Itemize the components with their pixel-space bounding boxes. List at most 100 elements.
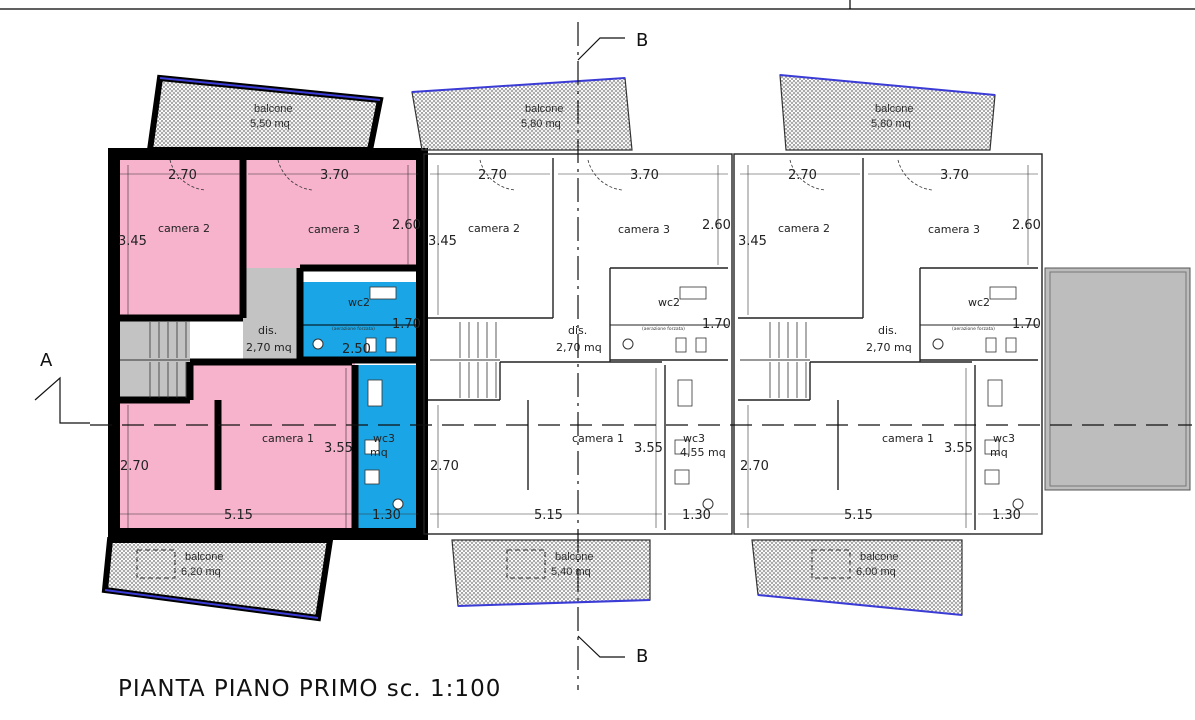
dim-2-60: 2.60 (702, 218, 731, 233)
dim-1-30: 1.30 (372, 508, 401, 523)
room-label-wc2: wc2 (968, 296, 990, 309)
sanitary-fixture (385, 337, 397, 353)
sanitary-fixture (984, 469, 1000, 485)
drawing-title: PIANTA PIANO PRIMO sc. 1:100 (118, 676, 502, 702)
balcony-top-glass-railing (779, 74, 996, 96)
shower-drain (392, 498, 404, 510)
area-wc3: 4,55 mq (680, 446, 726, 459)
dim-3-45: 3.45 (428, 234, 457, 249)
area-wc3: mq (370, 446, 388, 459)
balcony-bottom-glass-railing (104, 589, 319, 619)
unit-3: balcone 5,80 mq balcone 6,00 mq camera 2 came… (733, 74, 1043, 616)
door-swing (897, 159, 933, 191)
dim-1-70: 1.70 (702, 317, 731, 332)
dim-3-70: 3.70 (940, 168, 969, 183)
balcony-bottom-label: balcone (185, 551, 224, 563)
room-label-wc2: wc2 (658, 296, 680, 309)
sanitary-fixture (677, 379, 693, 407)
section-b-top-label: B (636, 30, 648, 51)
dim-2-60: 2.60 (392, 218, 421, 233)
sanitary-fixture (984, 439, 1000, 455)
planter-outline (811, 549, 851, 579)
balcony-bottom-glass-railing (457, 599, 651, 607)
area-dis: 2,70 mq (556, 341, 602, 354)
sanitary-fixture (1005, 337, 1017, 353)
balcony-bottom-area: 5,40 mq (551, 566, 591, 578)
balcony-bottom-label: balcone (555, 551, 594, 563)
section-b-bottom-label: B (636, 646, 648, 667)
outer-wall (108, 148, 428, 540)
balcony-top-label: balcone (254, 103, 293, 115)
dim-3-45: 3.45 (118, 234, 147, 249)
sanitary-fixture (369, 286, 397, 300)
balcony-bottom-area: 6,00 mq (856, 566, 896, 578)
room-label-camera-1: camera 1 (262, 432, 314, 445)
sanitary-fixture (674, 469, 690, 485)
door-swing (587, 159, 623, 191)
room-disimpegno (243, 268, 300, 362)
dim-3-45: 3.45 (738, 234, 767, 249)
room-label-dis: dis. (878, 324, 897, 337)
dim-3-55: 3.55 (634, 441, 663, 456)
adjacent-terrace (1044, 267, 1191, 491)
room-label-camera-2: camera 2 (468, 222, 520, 235)
balcony-bottom-label: balcone (860, 551, 899, 563)
dim-2-70-top: 2.70 (478, 168, 507, 183)
dim-3-70: 3.70 (630, 168, 659, 183)
shower-drain (312, 338, 324, 350)
staircase (118, 318, 190, 400)
sanitary-fixture (679, 286, 707, 300)
sanitary-fixture (367, 379, 383, 407)
room-label-wc3: wc3 (993, 432, 1015, 445)
dim-5-15: 5.15 (844, 508, 873, 523)
room-label-camera-3: camera 3 (928, 223, 980, 236)
dim-2-70-left: 2.70 (120, 459, 149, 474)
balcony-top-label: balcone (525, 103, 564, 115)
room-label-camera-2: camera 2 (778, 222, 830, 235)
section-a-label: A (40, 350, 53, 371)
section-b-bottom-marker (577, 635, 625, 658)
sanitary-fixture (987, 379, 1003, 407)
dim-1-30: 1.30 (682, 508, 711, 523)
dim-1-70: 1.70 (392, 317, 421, 332)
section-a-marker (34, 376, 90, 424)
room-label-camera-3: camera 3 (308, 223, 360, 236)
sanitary-fixture (365, 337, 377, 353)
balcony-top-area: 5,80 mq (871, 118, 911, 130)
room-label-dis: dis. (568, 324, 587, 337)
sanitary-fixture (364, 469, 380, 485)
balcony-top-label: balcone (875, 103, 914, 115)
dim-3-70: 3.70 (320, 168, 349, 183)
sanitary-fixture (695, 337, 707, 353)
balcony-bottom-glass-railing (757, 594, 963, 616)
area-dis: 2,70 mq (866, 341, 912, 354)
balcony-top-glass-railing (159, 77, 381, 101)
room-label-camera-2: camera 2 (158, 222, 210, 235)
note-aerazione: (aerazione forzata) (332, 326, 375, 332)
dim-1-30: 1.30 (992, 508, 1021, 523)
room-label-wc3: wc3 (683, 432, 705, 445)
balcony-top-glass-railing (411, 77, 626, 93)
balcony-top-area: 5,80 mq (521, 118, 561, 130)
sanitary-fixture (989, 286, 1017, 300)
note-aerazione: (aerazione forzata) (952, 326, 995, 332)
shower-drain (702, 498, 714, 510)
dim-3-55: 3.55 (944, 441, 973, 456)
dim-2-70-top: 2.70 (168, 168, 197, 183)
sanitary-fixture (675, 337, 687, 353)
room-label-camera-1: camera 1 (882, 432, 934, 445)
dim-3-55: 3.55 (324, 441, 353, 456)
dim-2-50: 2.50 (342, 342, 371, 357)
balcony-bottom-area: 6,20 mq (181, 566, 221, 578)
room-label-camera-1: camera 1 (572, 432, 624, 445)
shower-drain (932, 338, 944, 350)
planter-outline (506, 549, 546, 579)
shower-drain (1012, 498, 1024, 510)
sanitary-fixture (674, 439, 690, 455)
outer-wall (733, 153, 1043, 535)
dim-5-15: 5.15 (534, 508, 563, 523)
room-camera-3 (243, 158, 418, 268)
section-b-top-marker (577, 37, 625, 61)
